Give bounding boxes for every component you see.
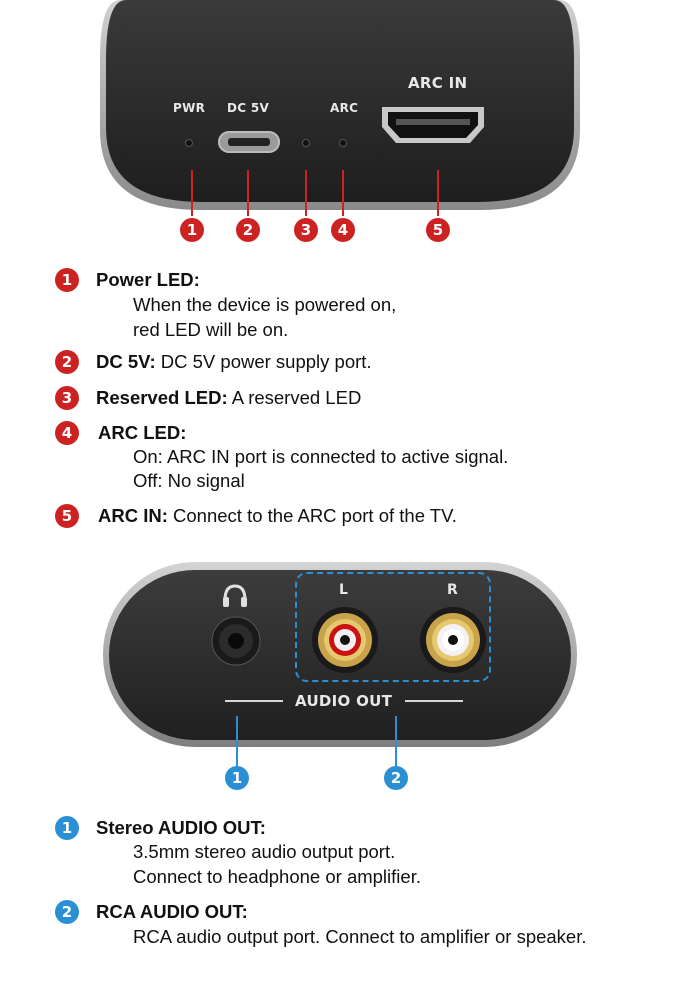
- legend-title: ARC IN:: [98, 505, 168, 526]
- legend-item-rca-audio-out: RCA AUDIO OUT:: [96, 899, 248, 925]
- legend-text: DC 5V power supply port.: [160, 351, 372, 372]
- legend-badge-stereo: 1: [55, 816, 79, 840]
- legend-line: 3.5mm stereo audio output port.: [133, 841, 396, 862]
- callout-badge-5: 5: [426, 218, 450, 242]
- callout-line-2: [247, 170, 249, 216]
- legend-item-arc-in: ARC IN: Connect to the ARC port of the T…: [98, 503, 457, 529]
- legend-badge-3: 3: [55, 386, 79, 410]
- callout-badge-stereo: 1: [225, 766, 249, 790]
- callout-badge-4: 4: [331, 218, 355, 242]
- top-device: PWR DC 5V ARC ARC IN: [100, 0, 580, 210]
- legend-title: Reserved LED:: [96, 387, 228, 408]
- callout-badge-2: 2: [236, 218, 260, 242]
- callout-badge-3: 3: [294, 218, 318, 242]
- legend-title: RCA AUDIO OUT:: [96, 901, 248, 922]
- hdmi-port: [380, 105, 486, 145]
- legend-line: On: ARC IN port is connected to active s…: [133, 446, 509, 467]
- micro-usb-port: [218, 131, 280, 153]
- legend-item-power-led: Power LED:: [96, 267, 200, 293]
- legend-line: red LED will be on.: [133, 319, 289, 340]
- rca-left-label: L: [339, 582, 349, 598]
- callout-line-stereo: [236, 716, 238, 766]
- callout-line-1: [191, 170, 193, 216]
- legend-title: DC 5V:: [96, 351, 156, 372]
- legend-badge-1: 1: [55, 268, 79, 292]
- rca-highlight-box: [295, 572, 491, 682]
- legend-line: Connect to headphone or amplifier.: [133, 866, 421, 887]
- callout-line-3: [305, 170, 307, 216]
- legend-title: Stereo AUDIO OUT:: [96, 817, 266, 838]
- arc-led: [339, 139, 347, 147]
- stereo-jack: [211, 616, 261, 666]
- legend-badge-4: 4: [55, 421, 79, 445]
- legend-item-dc5v: DC 5V: DC 5V power supply port.: [96, 349, 372, 375]
- callout-line-5: [437, 170, 439, 216]
- callout-line-4: [342, 170, 344, 216]
- rca-left-jack: [311, 606, 379, 674]
- callout-line-rca: [395, 716, 397, 766]
- audio-out-label: AUDIO OUT: [295, 692, 393, 710]
- power-led: [185, 139, 193, 147]
- legend-badge-rca: 2: [55, 900, 79, 924]
- callout-badge-1: 1: [180, 218, 204, 242]
- headphone-icon: [221, 582, 249, 610]
- audio-out-line-left: [225, 700, 283, 702]
- legend-text: A reserved LED: [231, 387, 362, 408]
- legend-item-stereo-audio-out: Stereo AUDIO OUT:: [96, 815, 266, 841]
- rca-right-jack: [419, 606, 487, 674]
- legend-badge-5: 5: [55, 504, 79, 528]
- legend-title: Power LED:: [96, 269, 200, 290]
- bottom-device: L R AUDIO OUT: [103, 562, 577, 747]
- dc5v-label: DC 5V: [227, 101, 270, 115]
- arc-label: ARC: [330, 101, 359, 115]
- legend-line: When the device is powered on,: [133, 294, 397, 315]
- reserved-led: [302, 139, 310, 147]
- legend-title: ARC LED:: [98, 422, 187, 443]
- rca-right-label: R: [447, 582, 459, 598]
- legend-text: Connect to the ARC port of the TV.: [173, 505, 457, 526]
- top-device-body: [100, 0, 580, 210]
- pwr-label: PWR: [173, 101, 206, 115]
- legend-line: RCA audio output port. Connect to amplif…: [133, 926, 587, 947]
- arc-in-label: ARC IN: [408, 74, 468, 92]
- callout-badge-rca: 2: [384, 766, 408, 790]
- audio-out-line-right: [405, 700, 463, 702]
- legend-badge-2: 2: [55, 350, 79, 374]
- legend-item-reserved-led: Reserved LED: A reserved LED: [96, 385, 361, 411]
- legend-line: Off: No signal: [133, 470, 245, 491]
- legend-item-arc-led: ARC LED:: [98, 420, 186, 446]
